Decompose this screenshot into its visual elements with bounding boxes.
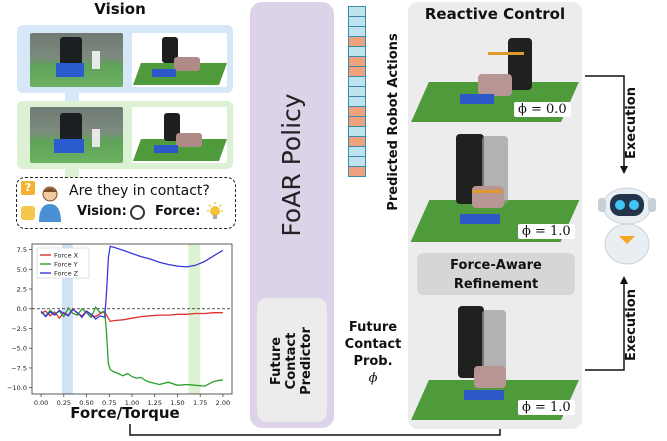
vision-green-panel: [17, 101, 233, 169]
force-aware-refinement-box: Force-Aware Refinement: [417, 253, 575, 295]
phi-value-1: ϕ = 0.0: [514, 102, 571, 117]
robot-icon: [598, 187, 656, 265]
series-line-force-z: [40, 245, 224, 320]
x-tick-label: 0.25: [57, 399, 71, 406]
prob-line-2: Contact: [344, 337, 402, 352]
contact-question-bubble: ? Are they in contact? Vision: Force:: [16, 177, 236, 229]
legend-label: Force Z: [54, 270, 79, 278]
y-tick-label: 2.5: [17, 286, 27, 294]
lightbulb-icon: [207, 202, 223, 219]
x-tick-label: 0.00: [34, 399, 48, 406]
thumbs-up-icon: [21, 206, 35, 220]
y-tick-label: 5.0: [17, 266, 27, 274]
x-tick-label: 1.25: [147, 399, 161, 406]
execution-label-top: Execution: [624, 87, 639, 159]
y-tick-label: −2.5: [11, 325, 27, 333]
x-tick-label: 1.50: [170, 399, 184, 406]
vision-connector-gap: [65, 93, 79, 101]
execution-label-bottom: Execution: [624, 289, 639, 361]
force-label: Force:: [155, 204, 201, 219]
refinement-line-2: Refinement: [453, 277, 539, 292]
reactive-control-title: Reactive Control: [424, 5, 566, 23]
person-icon: [39, 186, 61, 222]
y-tick-label: −7.5: [11, 364, 27, 372]
y-tick-label: −5.0: [11, 345, 27, 353]
prob-symbol: ϕ: [368, 371, 378, 386]
contact-question-text: Are they in contact?: [69, 183, 210, 199]
action-cell: [348, 166, 366, 177]
camera-image-right-2: [132, 107, 227, 163]
question-mark-icon: ?: [21, 181, 35, 195]
y-tick-label: 0.0: [17, 305, 27, 313]
force-torque-chart: −10.0 −7.5 −5.0 −2.5 0.0 2.5 5.0 7.5 0.00 0.25 0.5…: [7, 243, 233, 406]
scene-image-1: ϕ = 0.0: [411, 30, 580, 124]
x-tick-label: 2.00: [216, 399, 230, 406]
vision-title: Vision: [94, 0, 146, 18]
shaded-region: [62, 244, 73, 394]
vision-blue-panel: [17, 25, 233, 93]
legend-label: Force X: [54, 252, 79, 260]
vision-connector-gap-2: [65, 169, 79, 177]
phi-value-2: ϕ = 1.0: [518, 224, 575, 239]
force-torque-label: Force/Torque: [70, 404, 180, 422]
camera-image-left-2: [30, 107, 123, 163]
camera-image-left-1: [30, 33, 123, 87]
scene-image-2: ϕ = 1.0: [410, 126, 580, 244]
legend-label: Force Y: [54, 261, 78, 269]
phi-value-3: ϕ = 1.0: [518, 400, 575, 415]
future-contact-predictor-block: Future Contact Predictor: [257, 298, 327, 422]
x-tick-label: 0.75: [102, 399, 116, 406]
refinement-line-1: Force-Aware: [450, 258, 542, 273]
predicted-actions-stack: [348, 6, 366, 177]
prob-line-1: Future: [348, 320, 398, 335]
x-tick-label: 1.75: [193, 399, 207, 406]
vision-label: Vision:: [77, 204, 127, 219]
prob-line-3: Prob.: [353, 354, 393, 369]
x-tick-label: 1.00: [125, 399, 139, 406]
y-tick-label: 7.5: [17, 246, 27, 254]
shaded-region: [188, 244, 201, 394]
y-tick-label: −10.0: [7, 384, 27, 392]
future-contact-prob-label: Future Contact Prob. ϕ: [336, 319, 410, 387]
scene-image-3: ϕ = 1.0: [411, 300, 580, 422]
camera-image-right-1: [132, 33, 227, 87]
series-line-force-y: [40, 305, 224, 387]
brain-icon: [130, 205, 145, 220]
x-tick-label: 0.50: [79, 399, 93, 406]
